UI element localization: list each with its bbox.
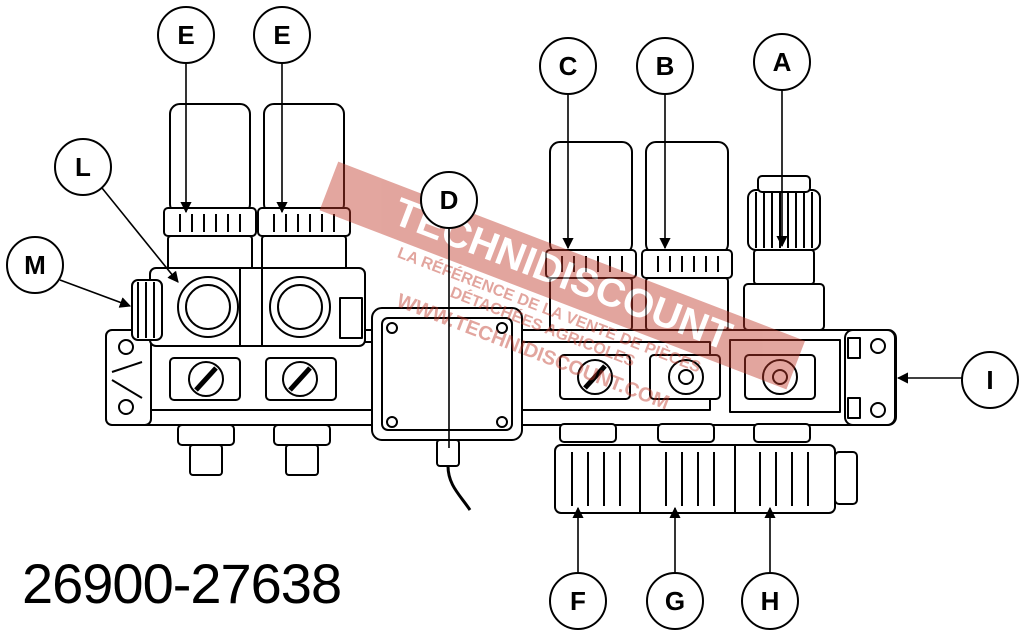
callout-l: L — [54, 138, 112, 196]
callout-label: H — [761, 586, 780, 616]
callout-label: G — [665, 586, 685, 616]
callout-c: C — [539, 37, 597, 95]
callout-label: I — [986, 365, 993, 395]
callout-label: M — [24, 250, 46, 280]
callout-label: E — [273, 20, 290, 50]
section-outlets — [554, 444, 858, 514]
callout-label: A — [773, 47, 792, 77]
valve-c — [545, 141, 637, 331]
left-end-block — [105, 329, 152, 426]
callout-i: I — [961, 351, 1019, 409]
valve-e-left — [163, 103, 257, 271]
callout-label: L — [75, 152, 91, 182]
callout-m: M — [6, 236, 64, 294]
callout-e2: E — [253, 6, 311, 64]
right-lower-knobs — [559, 354, 816, 400]
callout-f: F — [549, 572, 607, 630]
callout-h: H — [741, 572, 799, 630]
callout-label: B — [656, 51, 675, 81]
right-end-block — [844, 329, 896, 426]
left-bottom-outlets — [177, 424, 331, 476]
callout-b: B — [636, 37, 694, 95]
part-number: 26900-27638 — [22, 552, 342, 615]
valve-e-right — [257, 103, 351, 271]
regulator-a — [743, 175, 825, 331]
left-valve-housing — [149, 267, 366, 347]
callout-label: F — [570, 586, 586, 616]
left-lower-knobs — [169, 357, 337, 401]
callout-g: G — [646, 572, 704, 630]
valve-b — [641, 141, 733, 331]
inlet-coupling-m — [131, 279, 163, 341]
callout-label: C — [559, 51, 578, 81]
leader-l — [101, 187, 179, 283]
callout-label: E — [177, 20, 194, 50]
callout-a: A — [753, 33, 811, 91]
right-bottom-clips — [559, 423, 811, 443]
callout-d: D — [420, 171, 478, 229]
leader-m — [59, 279, 132, 308]
callouts: E E C B A L D M — [6, 6, 1019, 630]
callout-label: D — [440, 185, 459, 215]
junction-box-d — [371, 307, 523, 511]
leader-lines — [59, 58, 962, 575]
callout-e1: E — [157, 6, 215, 64]
